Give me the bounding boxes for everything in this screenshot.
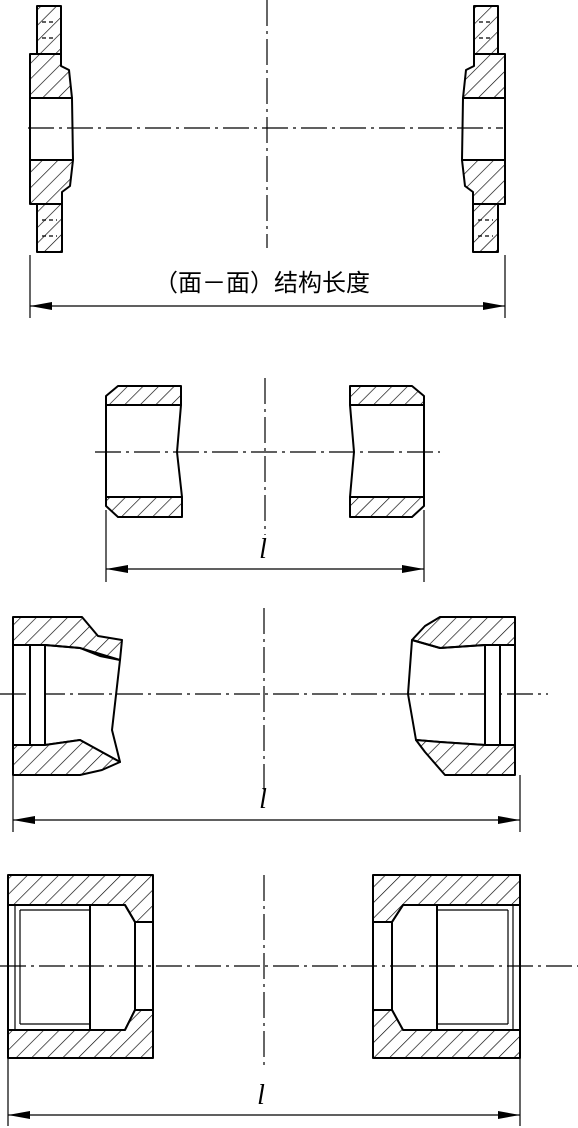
length-label-l: l: [257, 1080, 265, 1111]
figure-threaded-ends: l: [0, 874, 578, 1126]
right-flange-lower-body: [461, 159, 506, 205]
left-socket-weld-end: [12, 616, 123, 776]
left-socket-ring: [29, 644, 46, 746]
figure-butt-weld-ends: l: [95, 378, 440, 582]
left-flange: [29, 5, 74, 253]
right-socket-weld-end: [407, 616, 516, 776]
figure-flanged-ends: （面－面）结构长度: [28, 0, 506, 318]
right-flange-bottom-bolt: [472, 203, 499, 253]
figure-socket-weld-ends: l: [0, 608, 548, 832]
right-flange: [461, 5, 506, 253]
face-to-face-label: （面－面）结构长度: [154, 269, 370, 297]
length-label-l: l: [259, 534, 267, 565]
right-flange-upper-body: [462, 53, 506, 99]
right-flange-top-bolt: [473, 5, 499, 55]
right-butt-weld-end: [349, 385, 425, 518]
right-socket-ring: [484, 644, 501, 746]
dimension-l-socket-weld: [12, 775, 521, 832]
left-flange-top-bolt: [36, 5, 62, 55]
length-label-l: l: [259, 784, 267, 815]
dimension-l-butt-weld: [105, 510, 425, 582]
dimension-l-threaded: [7, 1058, 521, 1126]
left-flange-upper-body: [29, 53, 73, 99]
right-threaded-end: [372, 874, 521, 1059]
left-flange-lower-body: [29, 159, 74, 205]
dimension-face-to-face: [29, 255, 506, 318]
left-threaded-end: [7, 874, 154, 1059]
left-flange-bottom-bolt: [36, 203, 63, 253]
left-butt-weld-end: [105, 385, 183, 518]
